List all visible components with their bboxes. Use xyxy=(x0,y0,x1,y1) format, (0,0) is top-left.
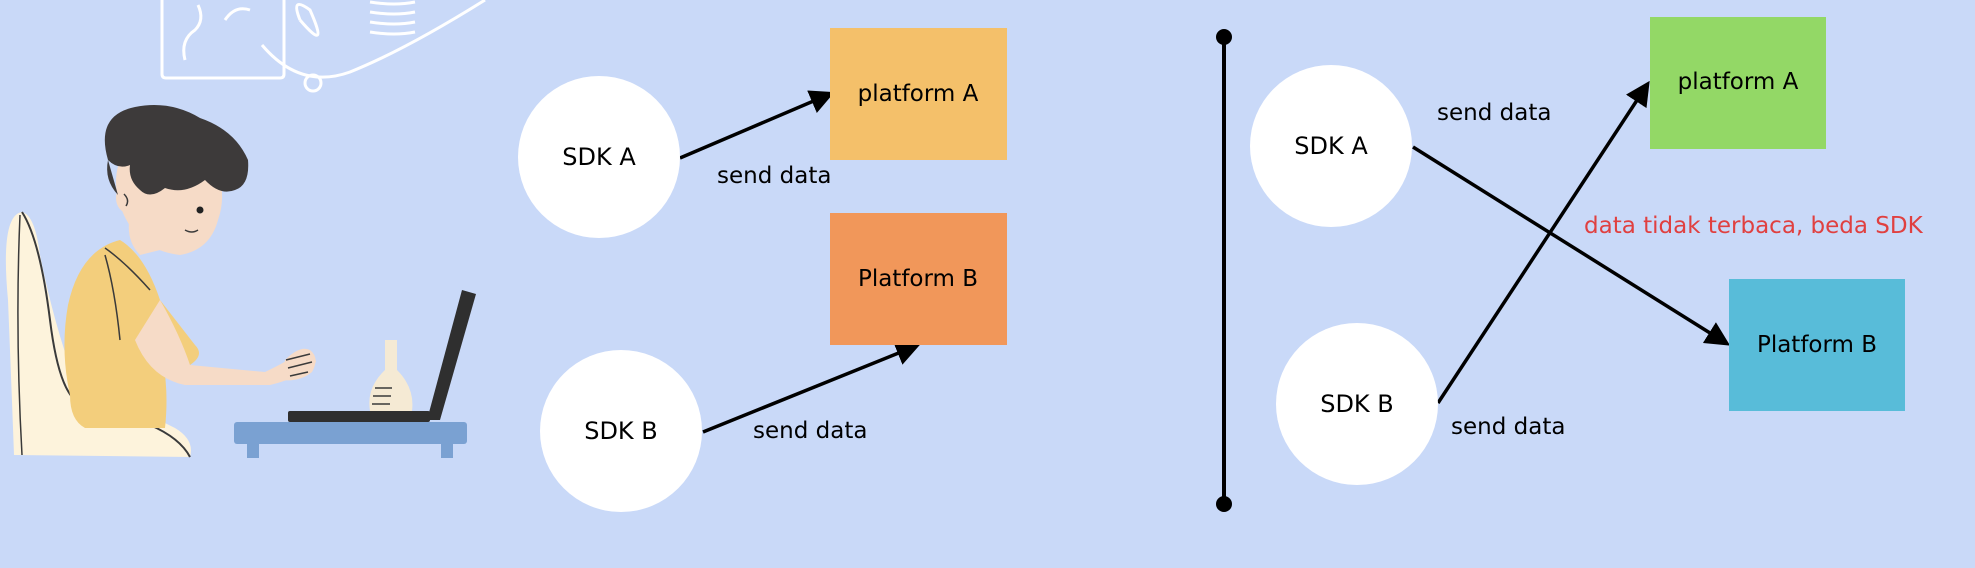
left-platform-b-box: Platform B xyxy=(830,213,1007,345)
right-edge-a xyxy=(1412,145,1731,346)
right-platform-a-box: platform A xyxy=(1650,17,1826,149)
left-sdk-b-node: SDK B xyxy=(540,350,702,512)
right-sdk-b-node: SDK B xyxy=(1276,323,1438,485)
person-with-laptop-illustration xyxy=(5,0,486,458)
left-platform-b-label: Platform B xyxy=(858,266,978,292)
right-sdk-a-node: SDK A xyxy=(1250,65,1412,227)
left-sdk-b-label: SDK B xyxy=(584,417,658,445)
right-error-label: data tidak terbaca, beda SDK xyxy=(1584,213,1924,239)
desk-icon xyxy=(234,422,467,458)
left-platform-a-label: platform A xyxy=(858,81,979,107)
laptop-icon xyxy=(288,290,476,422)
right-platform-b-box: Platform B xyxy=(1729,279,1905,411)
person-icon xyxy=(64,105,316,428)
left-edge-a xyxy=(679,90,835,160)
left-sdk-a-label: SDK A xyxy=(562,143,636,171)
divider xyxy=(1216,29,1232,512)
thought-bubble-icon xyxy=(160,0,486,93)
left-sdk-a-node: SDK A xyxy=(518,76,680,238)
left-edge-b-label: send data xyxy=(753,418,867,444)
right-platform-a-label: platform A xyxy=(1678,69,1799,95)
right-edge-a-label: send data xyxy=(1437,100,1551,126)
left-diagram: SDK A SDK B platform A Platform B send d… xyxy=(518,28,1007,512)
right-diagram: SDK A SDK B platform A Platform B send d… xyxy=(1250,17,1924,485)
right-edge-b xyxy=(1436,80,1650,404)
bottle-icon xyxy=(369,340,413,411)
left-edge-b xyxy=(702,341,921,434)
right-sdk-b-label: SDK B xyxy=(1320,390,1394,418)
left-edge-a-label: send data xyxy=(717,163,831,189)
right-edge-b-label: send data xyxy=(1451,414,1565,440)
right-sdk-a-label: SDK A xyxy=(1294,132,1368,160)
left-platform-a-box: platform A xyxy=(830,28,1007,160)
right-platform-b-label: Platform B xyxy=(1757,332,1877,358)
